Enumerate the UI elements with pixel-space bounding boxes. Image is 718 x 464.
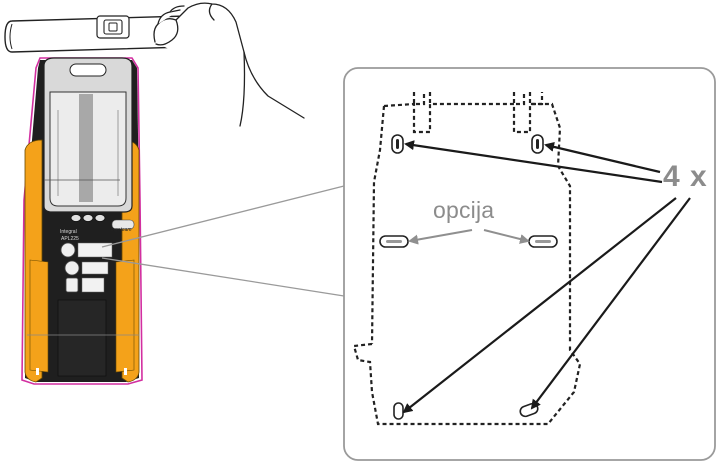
arrow-icon [530,197,691,410]
callout-lines [101,185,345,297]
mounting-template-icon [352,92,582,426]
optional-label: opcija [433,197,495,223]
count-arrows [402,140,691,414]
device-brand-label: ingeteam [111,227,132,233]
detail-panel [343,67,716,461]
device-model-line-2: APL225 [61,236,79,242]
arrow-icon [404,140,663,184]
device-icon [21,57,143,385]
arrow-icon [402,197,677,414]
count-label: 4 x [663,160,708,193]
hand-icon [153,2,305,127]
arrow-icon [544,141,661,174]
device-model-line-1: Integral [60,229,77,235]
optional-arrows [408,229,530,245]
